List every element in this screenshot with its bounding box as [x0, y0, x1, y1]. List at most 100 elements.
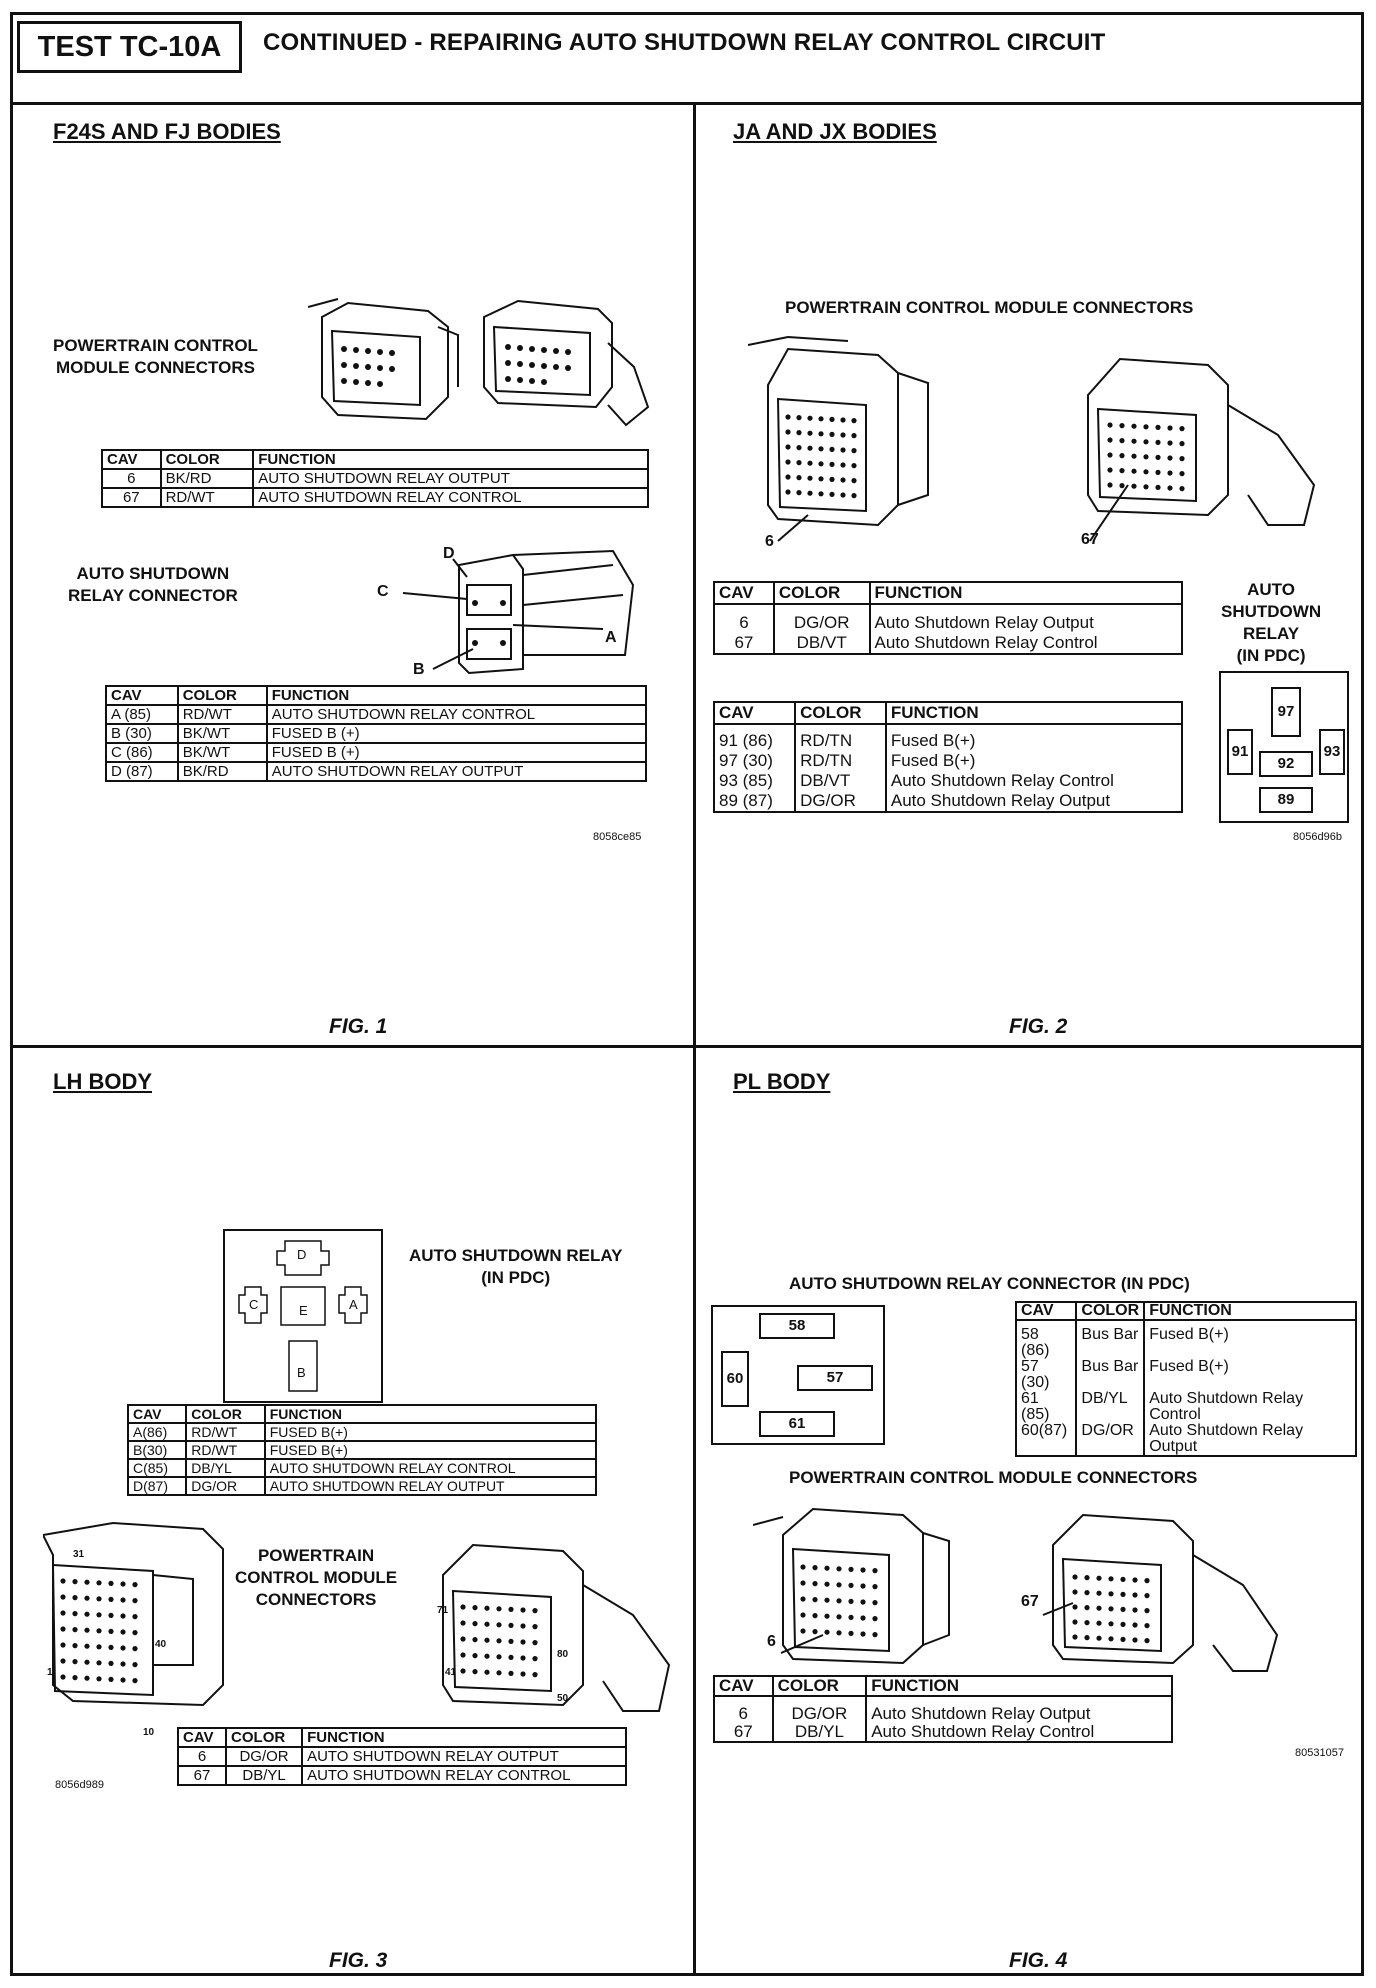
fig2-relay-diagram: 97 91 92 93 89 [1219, 671, 1349, 823]
connector-pin [1084, 1575, 1090, 1581]
connector-pin [1084, 1635, 1090, 1641]
connector-pin [72, 1611, 78, 1617]
connector-pin [472, 1621, 478, 1627]
connector-pin [132, 1598, 138, 1604]
fig4-caption: FIG. 4 [1009, 1949, 1068, 1972]
table-header: COLOR [771, 1675, 868, 1697]
fig4-pcm-label: POWERTRAIN CONTROL MODULE CONNECTORS [789, 1468, 1198, 1487]
table-header: COLOR [159, 449, 255, 470]
connector-pin [508, 1670, 514, 1676]
connector-pin [840, 462, 846, 468]
fig4-pin-callout-6: 6 [767, 1633, 776, 1650]
table-cell: BK/RD [159, 468, 255, 489]
fig1-relay-letter-b: B [413, 661, 425, 678]
connector-pin [520, 1623, 526, 1629]
connector-pin [836, 1614, 842, 1620]
connector-pin [60, 1594, 66, 1600]
table-cell: AUTO SHUTDOWN RELAY OUTPUT [263, 1476, 598, 1496]
table-cell: RD/WT [159, 487, 255, 508]
table-cell: Auto Shutdown Relay Output [865, 1696, 1173, 1723]
connector-pin [800, 1596, 806, 1602]
relay-terminal-61: 61 [759, 1411, 835, 1437]
connector-pin [1072, 1574, 1078, 1580]
connector-pin [120, 1629, 126, 1635]
connector-pin [1143, 424, 1149, 430]
connector-pin [132, 1646, 138, 1652]
table-cell: FUSED B (+) [265, 723, 648, 744]
connector-pin [1096, 1635, 1102, 1641]
fig3-pin-callout-50: 50 [557, 1693, 569, 1704]
connector-pin [1131, 438, 1137, 444]
table-cell: AUTO SHUTDOWN RELAY OUTPUT [265, 761, 648, 782]
connector-pin [1131, 453, 1137, 459]
fig3-image-code: 8056d989 [55, 1779, 104, 1791]
table-cell: DB/YL [185, 1458, 266, 1478]
connector-pin [520, 1671, 526, 1677]
fig2-pin-callout-6: 6 [765, 533, 774, 550]
connector-pin [851, 433, 857, 439]
fig4-section-title: PL BODY [733, 1069, 831, 1094]
table-cell: D (87) [105, 761, 179, 782]
connector-pin [60, 1610, 66, 1616]
fig3-pcm-connector-drawing [43, 1521, 671, 1712]
connector-pin [1120, 1576, 1126, 1582]
table-header: FUNCTION [865, 1675, 1173, 1697]
connector-pin [96, 1612, 102, 1618]
connector-pin [807, 415, 813, 421]
connector-pin [1072, 1634, 1078, 1640]
connector-pin [472, 1605, 478, 1611]
table-cell: B (30) [105, 723, 179, 744]
table-cell: 57 (30) [1014, 1359, 1078, 1391]
connector-pin [1084, 1605, 1090, 1611]
quadrant-divider-horizontal [13, 1045, 1361, 1048]
fig1-section-title: F24S AND FJ BODIES [53, 119, 281, 144]
table-cell: Auto Shutdown Relay Control [1143, 1391, 1357, 1423]
connector-pin [1107, 452, 1113, 458]
connector-pin [1119, 483, 1125, 489]
connector-pin [1107, 482, 1113, 488]
connector-pin [836, 1582, 842, 1588]
connector-pin [1108, 1576, 1114, 1582]
connector-pin [1132, 1577, 1138, 1583]
connector-pin [1155, 469, 1161, 475]
connector-pin [1143, 484, 1149, 490]
connector-pin [1167, 425, 1173, 431]
table-cell: BK/WT [176, 742, 268, 763]
table-header: CAV [101, 449, 162, 470]
connector-pin [818, 446, 824, 452]
table-header: FUNCTION [301, 1727, 627, 1748]
connector-pin [132, 1630, 138, 1636]
fig3-relay-outline [238, 1240, 368, 1392]
connector-pin [872, 1600, 878, 1606]
fig1-pcm-connector-drawing [308, 298, 650, 427]
connector-pin [1131, 423, 1137, 429]
connector-pin [796, 460, 802, 466]
connector-pin [848, 1630, 854, 1636]
fig3-pin-callout-1: 1 [47, 1667, 53, 1678]
table-cell: DG/OR [185, 1476, 266, 1496]
connector-pin [824, 1597, 830, 1603]
connector-pin [872, 1568, 878, 1574]
connector-pin [848, 1614, 854, 1620]
connector-pin [460, 1652, 466, 1658]
connector-pin [108, 1580, 114, 1586]
connector-pin [1144, 1578, 1150, 1584]
connector-pin [96, 1660, 102, 1666]
fig3-relay-letter-e: E [299, 1303, 308, 1318]
connector-pin [785, 489, 791, 495]
table-cell: Fused B(+) [884, 751, 1184, 771]
connector-pin [532, 1640, 538, 1646]
fig3-pin-callout-41: 41 [445, 1667, 457, 1678]
table-cell: C (86) [105, 742, 179, 763]
fig3-pin-callout-10: 10 [143, 1727, 155, 1738]
connector-pin [1108, 1606, 1114, 1612]
table-header: FUNCTION [265, 685, 648, 706]
connector-pin [532, 1608, 538, 1614]
connector-pin [460, 1620, 466, 1626]
table-cell: FUSED B(+) [263, 1422, 598, 1442]
